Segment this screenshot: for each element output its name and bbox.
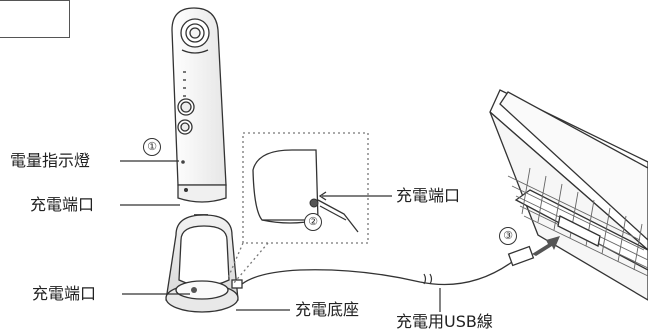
corner-label-box <box>0 0 70 38</box>
usb-cable <box>241 261 513 286</box>
step-1-marker: ① <box>143 138 161 156</box>
charging-base <box>165 214 243 313</box>
charging-base-label: 充電底座 <box>295 300 360 319</box>
wand-charging-port-label: 充電端口 <box>30 195 95 214</box>
laptop <box>489 89 648 301</box>
step-3-marker: ③ <box>499 227 517 245</box>
indicator-light-label: 電量指示燈 <box>10 151 91 170</box>
base-charging-port-label: 充電端口 <box>32 284 97 303</box>
beauty-device <box>171 7 227 203</box>
step-2-marker: ② <box>304 213 322 231</box>
usb-cable-label: 充電用USB線 <box>396 312 493 331</box>
detail-inset <box>227 132 369 285</box>
leader-lines <box>120 160 441 312</box>
usb-arrow <box>532 236 560 256</box>
detail-charging-port-label: 充電端口 <box>396 186 461 205</box>
